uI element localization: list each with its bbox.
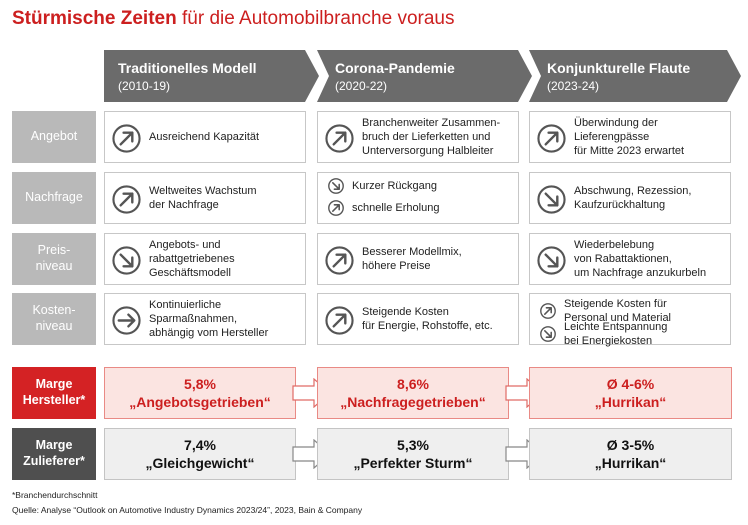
cell-icon bbox=[325, 306, 354, 335]
margin-description: „Angebotsgetrieben“ bbox=[129, 394, 271, 410]
arrow-down-right-icon bbox=[537, 185, 566, 214]
cell-text: Leichte Entspannung bei Energiekosten bbox=[564, 321, 668, 348]
cell-text: Ausreichend Kapazität bbox=[149, 130, 260, 143]
marge-hersteller-box: 8,6% „Nachfragegetrieben“ bbox=[317, 367, 509, 419]
cell-text: schnelle Erholung bbox=[352, 201, 440, 214]
cell-sub-item: Leichte Entspannung bei Energiekosten bbox=[540, 320, 667, 349]
matrix-cell: Überwindung der Lieferengpässe für Mitte… bbox=[529, 111, 731, 163]
arrow-up-right-icon bbox=[112, 124, 141, 153]
cell-text: Kurzer Rückgang bbox=[352, 179, 437, 192]
cell-text: Kontinuierliche Sparmaßnahmen, abhängig … bbox=[149, 298, 269, 340]
matrix-cell: Steigende Kosten für Personal und Materi… bbox=[529, 293, 731, 347]
matrix-cell: Weltweites Wachstum der Nachfrage bbox=[104, 172, 306, 224]
row-label-2: Nachfrage bbox=[12, 172, 96, 224]
cell-icon bbox=[537, 124, 566, 153]
column-title: Konjunkturelle Flaute bbox=[547, 60, 691, 76]
cell-text: Branchenweiter Zusammen- bruch der Liefe… bbox=[362, 116, 501, 158]
marge-hersteller-label: Marge Hersteller* bbox=[12, 367, 96, 419]
cell-text: Steigende Kosten für Energie, Rohstoffe,… bbox=[362, 305, 493, 332]
margin-description: „Hurrikan“ bbox=[594, 394, 667, 410]
cell-icon bbox=[537, 185, 566, 214]
column-title: Traditionelles Modell bbox=[118, 60, 257, 76]
cell-text: Angebots- und rabattgetriebenes Geschäft… bbox=[149, 238, 235, 280]
column-title: Corona-Pandemie bbox=[335, 60, 455, 76]
arrow-down-right-icon bbox=[328, 178, 344, 194]
marge-zulieferer-label: Marge Zulieferer* bbox=[12, 428, 96, 480]
margin-value: 7,4% bbox=[184, 436, 216, 453]
cell-icon bbox=[112, 185, 141, 214]
column-header-3: Konjunkturelle Flaute (2023-24) bbox=[529, 50, 741, 102]
marge-zulieferer-box: 7,4% „Gleichgewicht“ bbox=[104, 428, 296, 480]
column-header-1: Traditionelles Modell (2010-19) bbox=[104, 50, 319, 102]
cell-text: Abschwung, Rezession, Kaufzurückhaltung bbox=[574, 184, 692, 211]
cell-icon bbox=[325, 124, 354, 153]
cell-text: Besserer Modellmix, höhere Preise bbox=[362, 245, 462, 272]
margin-value: 8,6% bbox=[397, 375, 429, 392]
cell-sub-item: schnelle Erholung bbox=[328, 200, 439, 216]
arrow-down-right-icon bbox=[112, 246, 141, 275]
row-label-1: Angebot bbox=[12, 111, 96, 163]
arrow-up-right-icon bbox=[540, 303, 556, 320]
page-title: Stürmische Zeiten für die Automobilbranc… bbox=[12, 8, 455, 29]
row-label-3: Preis- niveau bbox=[12, 233, 96, 285]
matrix-cell: Ausreichend Kapazität bbox=[104, 111, 306, 163]
cell-icon bbox=[112, 124, 141, 153]
marge-zulieferer-box: Ø 3-5% „Hurrikan“ bbox=[529, 428, 732, 480]
matrix-cell: Branchenweiter Zusammen- bruch der Liefe… bbox=[317, 111, 519, 163]
arrow-up-right-icon bbox=[112, 185, 141, 214]
column-header-2: Corona-Pandemie (2020-22) bbox=[317, 50, 532, 102]
matrix-cell: Wiederbelebung von Rabattaktionen, um Na… bbox=[529, 233, 731, 285]
cell-sub-item: Steigende Kosten für Personal und Materi… bbox=[540, 297, 671, 326]
cell-text: Weltweites Wachstum der Nachfrage bbox=[149, 184, 257, 211]
column-period: (2010-19) bbox=[118, 79, 171, 93]
margin-value: 5,8% bbox=[184, 375, 216, 392]
matrix-cell: Steigende Kosten für Energie, Rohstoffe,… bbox=[317, 293, 519, 345]
cell-text: Steigende Kosten für Personal und Materi… bbox=[564, 298, 672, 325]
marge-hersteller-box: 5,8% „Angebotsgetrieben“ bbox=[104, 367, 296, 419]
arrow-down-right-icon bbox=[540, 326, 556, 343]
column-period: (2023-24) bbox=[547, 79, 600, 93]
arrow-up-right-icon bbox=[325, 306, 354, 335]
matrix-cell: Besserer Modellmix, höhere Preise bbox=[317, 233, 519, 285]
marge-zulieferer-box: 5,3% „Perfekter Sturm“ bbox=[317, 428, 509, 480]
marge-hersteller-box: Ø 4-6% „Hurrikan“ bbox=[529, 367, 732, 419]
footnote: *Branchendurchschnitt bbox=[12, 490, 98, 500]
margin-description: „Hurrikan“ bbox=[594, 455, 667, 471]
column-period: (2020-22) bbox=[335, 79, 388, 93]
matrix-cell: Abschwung, Rezession, Kaufzurückhaltung bbox=[529, 172, 731, 224]
margin-value: Ø 3-5% bbox=[606, 436, 655, 453]
matrix-cell: Angebots- und rabattgetriebenes Geschäft… bbox=[104, 233, 306, 285]
cell-icon bbox=[112, 246, 141, 275]
cell-sub-item: Kurzer Rückgang bbox=[328, 178, 437, 194]
cell-text: Wiederbelebung von Rabattaktionen, um Na… bbox=[574, 238, 707, 280]
arrow-up-right-icon bbox=[328, 200, 344, 216]
margin-description: „Nachfragegetrieben“ bbox=[340, 394, 486, 410]
margin-value: Ø 4-6% bbox=[606, 375, 655, 392]
cell-icon bbox=[112, 306, 141, 335]
matrix-cell: Kurzer Rückgang schnelle Erholung bbox=[317, 172, 519, 224]
margin-description: „Perfekter Sturm“ bbox=[353, 455, 473, 471]
arrow-up-right-icon bbox=[537, 124, 566, 153]
arrow-right-icon bbox=[112, 306, 141, 335]
row-label-4: Kosten- niveau bbox=[12, 293, 96, 345]
cell-text: Überwindung der Lieferengpässe für Mitte… bbox=[574, 116, 685, 158]
arrow-up-right-icon bbox=[325, 124, 354, 153]
matrix-cell: Kontinuierliche Sparmaßnahmen, abhängig … bbox=[104, 293, 306, 345]
source-note: Quelle: Analyse “Outlook on Automotive I… bbox=[12, 505, 363, 515]
margin-value: 5,3% bbox=[397, 436, 429, 453]
cell-icon bbox=[325, 246, 354, 275]
cell-icon bbox=[537, 246, 566, 275]
margin-description: „Gleichgewicht“ bbox=[145, 455, 255, 471]
arrow-up-right-icon bbox=[325, 246, 354, 275]
arrow-down-right-icon bbox=[537, 246, 566, 275]
